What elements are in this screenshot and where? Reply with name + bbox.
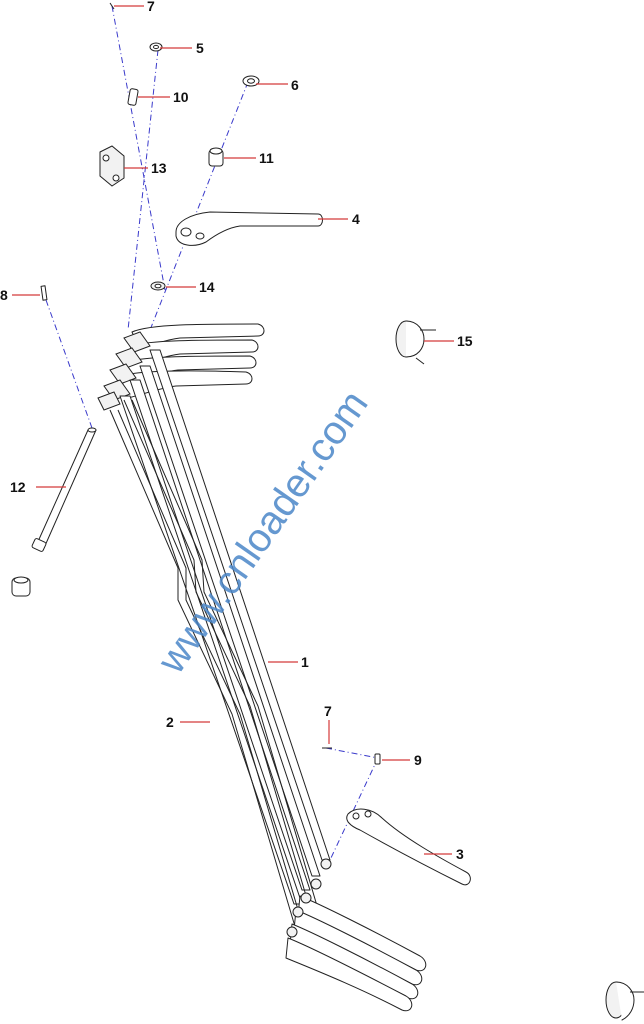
callout-3: 3 [456, 846, 464, 862]
callout-1: 1 [301, 654, 309, 670]
callout-8: 8 [0, 287, 8, 303]
part-cover-cap-partial [605, 981, 644, 1021]
callout-6: 6 [291, 77, 299, 93]
part-lever-handle [175, 211, 323, 246]
part-lower-lever [346, 808, 471, 886]
callout-5: 5 [196, 40, 204, 56]
callout-7-top: 7 [147, 0, 155, 14]
part-lever-stack [97, 323, 427, 1012]
callout-11: 11 [259, 150, 274, 166]
part-pin-top [109, 2, 115, 10]
part-bushing [208, 147, 224, 167]
part-washer-large [242, 75, 260, 87]
callout-12: 12 [10, 479, 26, 495]
callout-10: 10 [173, 89, 189, 105]
callout-4: 4 [352, 211, 360, 227]
callout-9: 9 [414, 752, 422, 768]
part-washer-small [149, 42, 163, 52]
callout-13: 13 [151, 160, 167, 176]
assembly-axis-lines [45, 5, 379, 861]
part-washer-mid [150, 281, 166, 291]
part-cover-cap [395, 320, 436, 365]
callout-leaders [12, 5, 454, 855]
callout-15: 15 [457, 333, 473, 349]
part-pin-short [127, 88, 139, 106]
part-clip-pin [374, 753, 381, 765]
part-shaft [11, 427, 97, 597]
callout-14: 14 [199, 279, 215, 295]
callout-labels: 7 5 6 10 11 13 4 14 8 15 12 1 2 7 9 3 [0, 0, 473, 862]
callout-7-lower: 7 [324, 703, 332, 719]
part-bracket-block [99, 145, 125, 187]
callout-2: 2 [166, 714, 174, 730]
part-long-pin [40, 285, 48, 301]
